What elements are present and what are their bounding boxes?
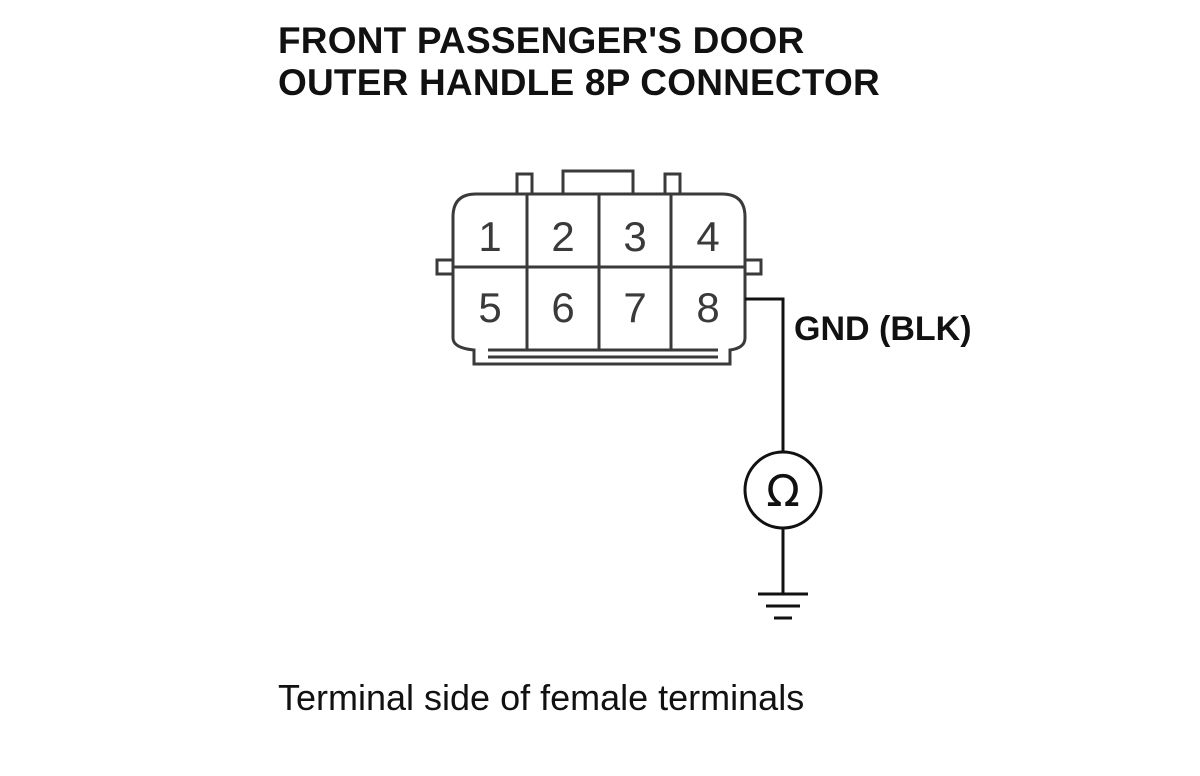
diagram-title: FRONT PASSENGER'S DOOR OUTER HANDLE 8P C… (278, 20, 880, 104)
ohmmeter-circle (743, 450, 823, 530)
ohmmeter-icon: Ω (743, 450, 823, 530)
top-latch (561, 169, 635, 194)
pin-4: 4 (696, 213, 719, 260)
pin-numbers: 1 2 3 4 5 6 7 8 (478, 213, 719, 331)
right-top-tab (663, 172, 682, 194)
housing-outline (451, 192, 747, 366)
left-side-tab (435, 258, 453, 276)
pin-2: 2 (551, 213, 574, 260)
title-line-2: OUTER HANDLE 8P CONNECTOR (278, 62, 880, 103)
pin-5: 5 (478, 284, 501, 331)
gnd-wire-label: GND (BLK) (794, 310, 972, 348)
probe-wire (745, 297, 785, 594)
diagram-caption: Terminal side of female terminals (278, 677, 805, 718)
wire-to-meter (745, 297, 785, 452)
connector-housing (435, 169, 763, 366)
pin-6: 6 (551, 284, 574, 331)
ohm-symbol: Ω (766, 466, 800, 517)
pin-8: 8 (696, 284, 719, 331)
right-side-tab (745, 258, 763, 276)
ground-icon (758, 592, 808, 620)
pin-7: 7 (623, 284, 646, 331)
title-line-1: FRONT PASSENGER'S DOOR (278, 20, 805, 61)
left-top-tab (515, 172, 534, 194)
pin-3: 3 (623, 213, 646, 260)
pin-1: 1 (478, 213, 501, 260)
